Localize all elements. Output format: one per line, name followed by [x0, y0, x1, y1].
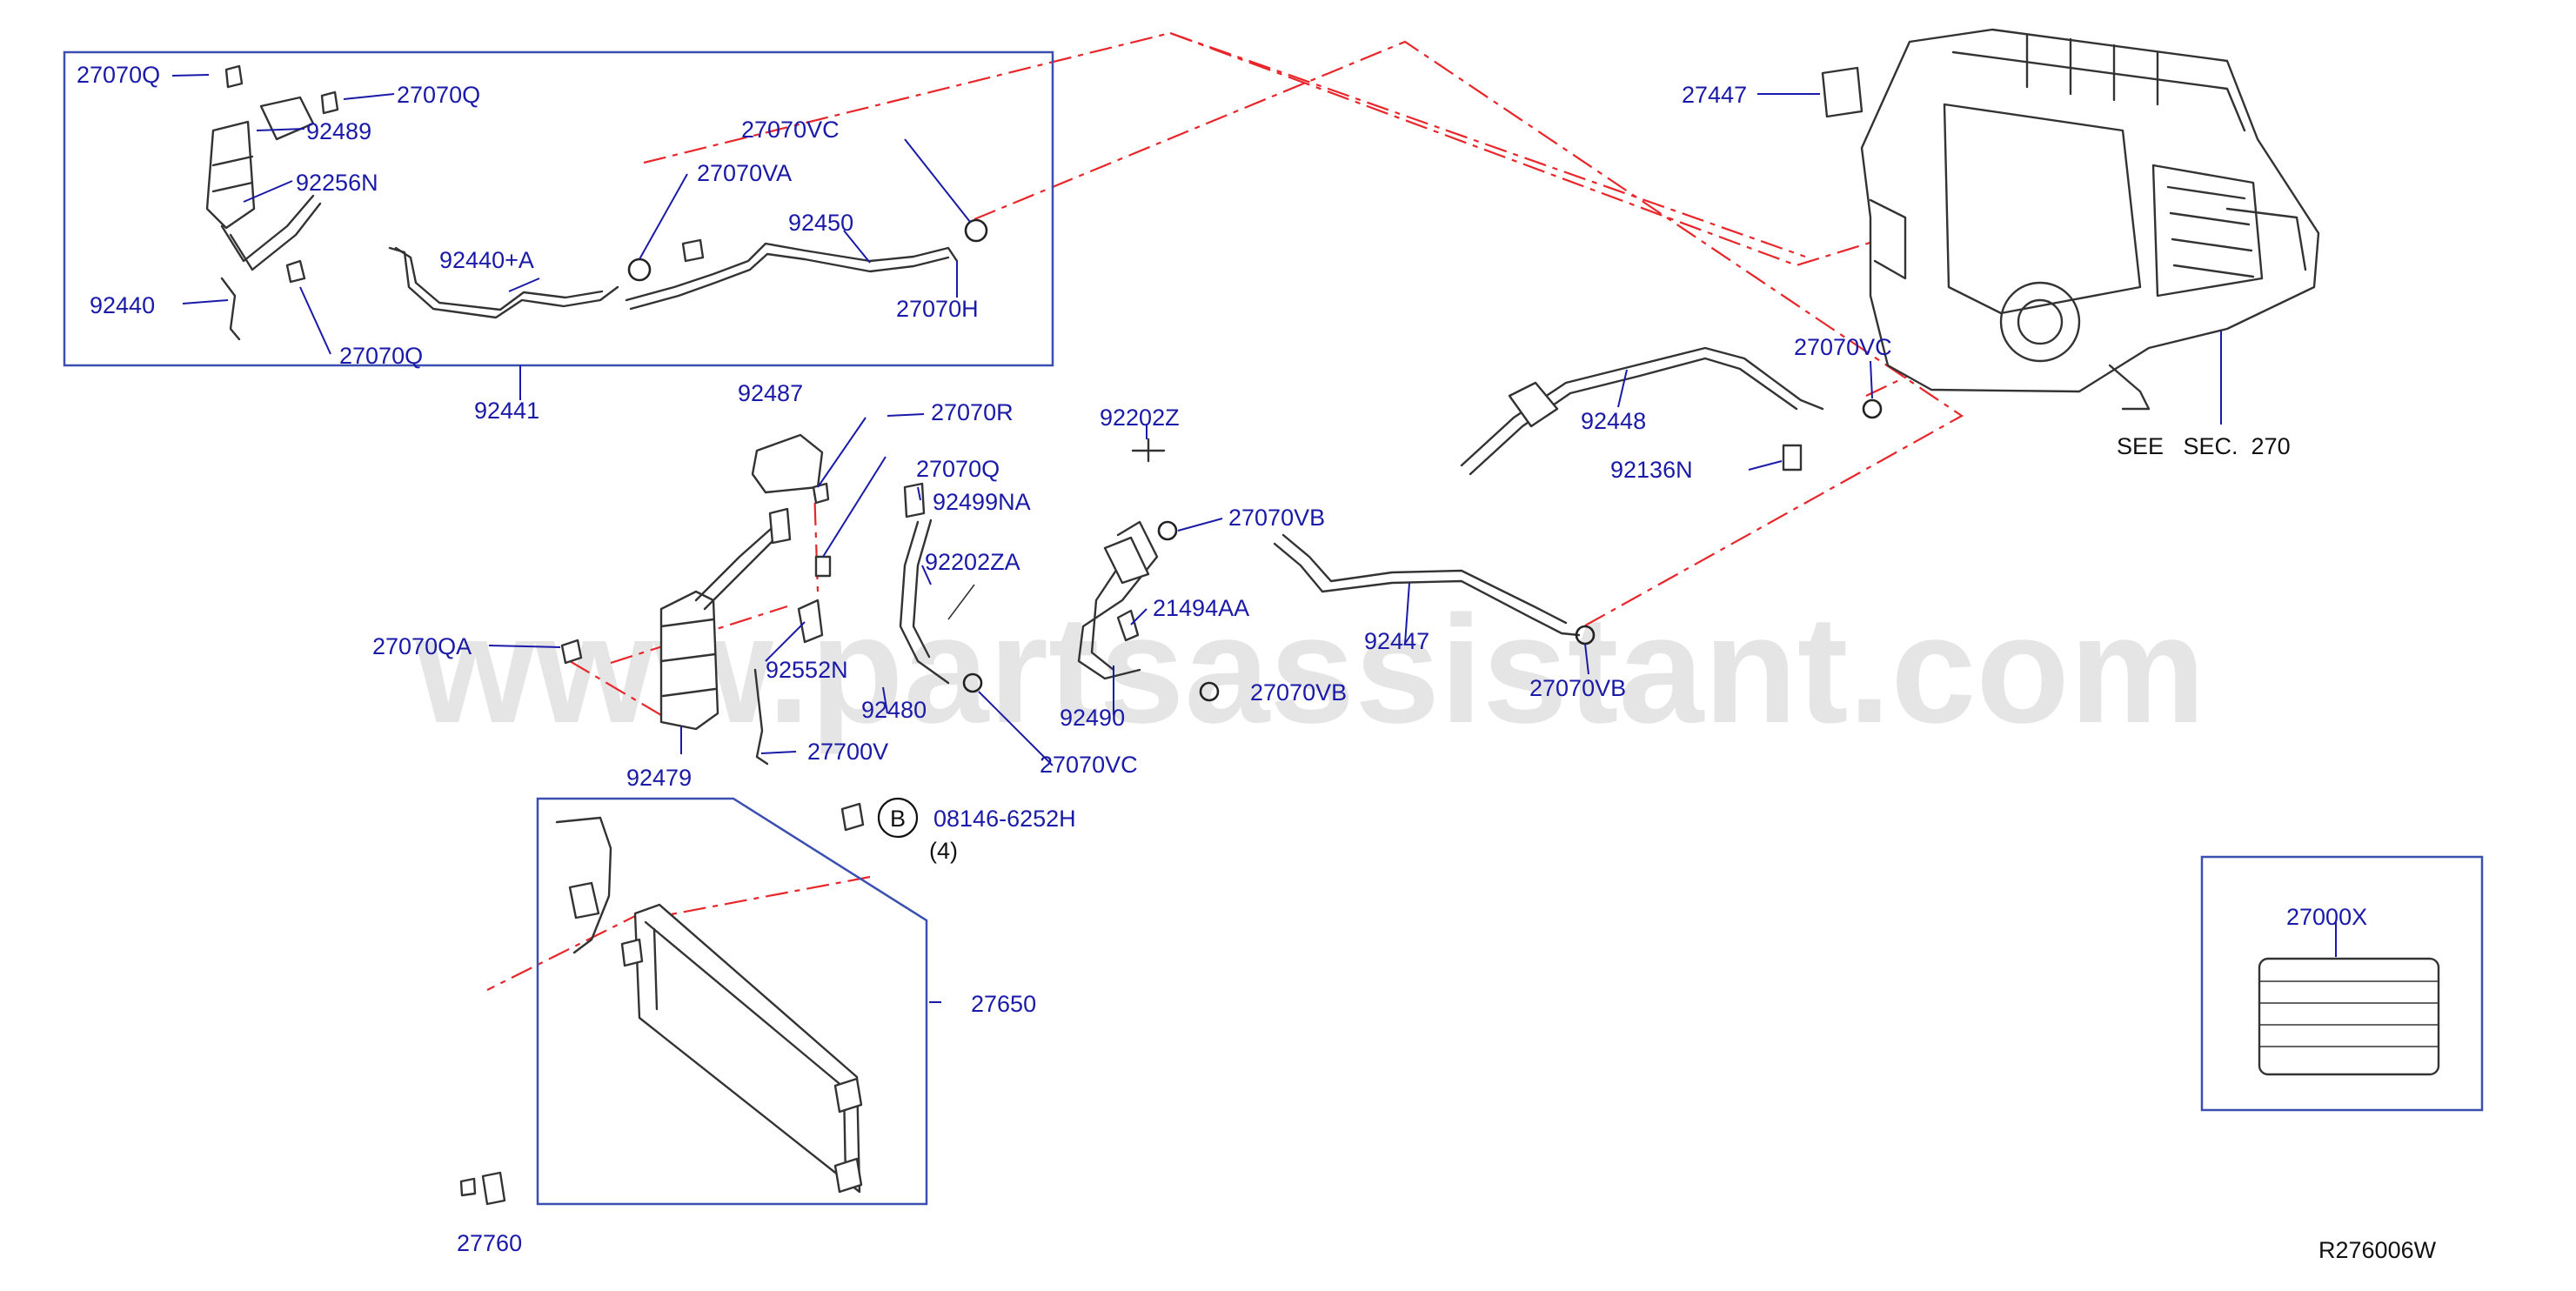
label-92202z: 92202Z — [1100, 405, 1180, 431]
leader-lines — [171, 74, 2337, 1003]
label-92440-a: 92440+A — [439, 247, 534, 273]
hose-assembly-frame — [63, 50, 1054, 367]
label-legend-frame — [2200, 855, 2484, 1112]
label-92480: 92480 — [861, 697, 927, 723]
label-sheet-27000x — [2258, 957, 2440, 1076]
bolt-92136n — [1782, 444, 1803, 472]
label-27070r: 27070R — [931, 399, 1014, 425]
label-27070vb: 27070VB — [1250, 679, 1347, 706]
label-92136n: 92136N — [1610, 457, 1693, 483]
oring-27070vc-upper — [964, 218, 988, 243]
label-92487: 92487 — [738, 380, 803, 406]
part-drawings — [205, 28, 2440, 1206]
see-section-label: SEE SEC. 270 — [2117, 433, 2291, 459]
pipe-92480 — [899, 520, 950, 685]
diagram-id: R276006W — [2318, 1237, 2437, 1263]
oring-27070va — [627, 258, 652, 282]
compressor-92479 — [659, 507, 792, 731]
label-27070vc: 27070VC — [1794, 334, 1892, 360]
callout-letter: B — [890, 806, 906, 832]
hose-92448 — [1460, 346, 1824, 467]
label-27070h: 27070H — [896, 296, 979, 322]
label-27070q: 27070Q — [77, 62, 160, 88]
oring-27070vc-lower — [962, 672, 983, 693]
label-21494aa: 21494AA — [1153, 595, 1249, 621]
bolt-08146 — [840, 802, 865, 832]
label-27650: 27650 — [971, 991, 1036, 1017]
label-92479: 92479 — [626, 765, 692, 791]
label-92448: 92448 — [1581, 408, 1646, 434]
harness-27700v — [753, 668, 769, 766]
label-92256n: 92256N — [296, 170, 378, 196]
hose-92447 — [1273, 542, 1581, 637]
oring-27070vb-lower — [1199, 681, 1220, 702]
connector-27447 — [1821, 66, 1863, 118]
condenser-frame — [536, 797, 928, 1206]
heater-unit — [1860, 28, 2320, 411]
callout-part-label: 08146-6252H — [933, 806, 1076, 832]
oring-27070vc-right — [1862, 398, 1883, 419]
callout-b-circle — [877, 797, 919, 839]
label-27070vc: 27070VC — [741, 117, 840, 143]
label-92202za: 92202ZA — [925, 549, 1020, 575]
label-27070vb: 27070VB — [1529, 675, 1626, 701]
label-27070q: 27070Q — [916, 456, 1000, 482]
pipe-92490 — [1077, 520, 1159, 680]
oring-27070vb-upper — [1157, 520, 1178, 541]
frames — [63, 50, 2484, 1206]
label-27070va: 27070VA — [697, 160, 792, 186]
label-92447: 92447 — [1364, 628, 1429, 654]
label-27760: 27760 — [457, 1230, 522, 1256]
label-92440: 92440 — [90, 292, 155, 318]
bolt-27070q-mid — [814, 555, 832, 578]
label-92490: 92490 — [1060, 705, 1125, 731]
part-27760 — [481, 1171, 506, 1206]
label-92450: 92450 — [788, 210, 853, 236]
label-92441: 92441 — [474, 398, 539, 424]
label-27070qa: 27070QA — [372, 633, 472, 659]
label-27070vb: 27070VB — [1228, 505, 1325, 531]
label-92489: 92489 — [306, 118, 371, 144]
hose-assembly-parts — [205, 64, 959, 341]
switch-92487 — [751, 433, 824, 494]
part-labels: 27070Q 27070Q 92489 92256N 92440 27070Q … — [77, 62, 2437, 1263]
label-27700v: 27700V — [807, 739, 888, 765]
label-27447: 27447 — [1682, 82, 1747, 108]
label-27070vc: 27070VC — [1040, 752, 1138, 778]
label-27070q: 27070Q — [397, 82, 480, 108]
label-92499na: 92499NA — [933, 489, 1031, 515]
legend-part-label: 27000X — [2286, 904, 2367, 930]
condenser-27650 — [555, 816, 863, 1194]
callout-qty-label: (4) — [929, 838, 958, 864]
label-27070q: 27070Q — [339, 343, 423, 369]
label-92552n: 92552N — [766, 657, 848, 683]
